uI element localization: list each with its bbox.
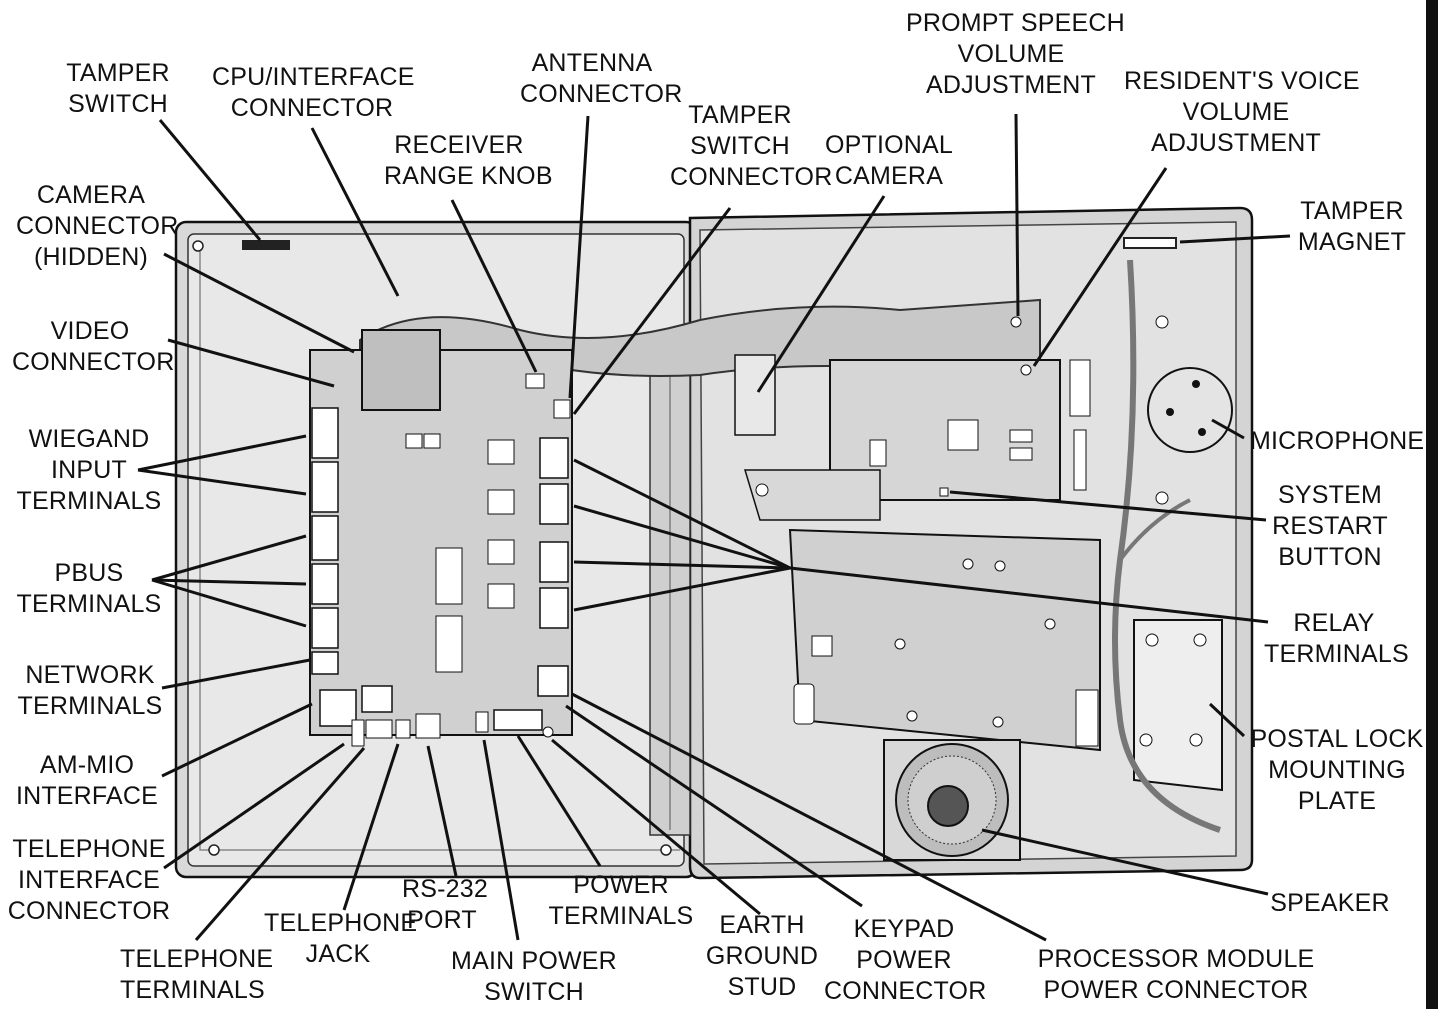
tamper-magnet-part xyxy=(1123,237,1177,249)
label-telephone-jack: TELEPHONE JACK xyxy=(264,909,418,968)
label-residents-voice-volume: RESIDENT'S VOICE VOLUME ADJUSTMENT xyxy=(1124,67,1360,157)
label-tamper-switch: TAMPER SWITCH xyxy=(66,59,170,118)
label-system-restart-button: SYSTEM RESTART BUTTON xyxy=(1272,481,1388,571)
microphone-part xyxy=(1147,367,1233,453)
label-wiegand-input-terminals: WIEGAND INPUT TERMINALS xyxy=(16,425,162,515)
label-rs232-port: RS-232 PORT xyxy=(402,875,488,934)
label-antenna-connector: ANTENNA CONNECTOR xyxy=(520,49,683,108)
label-camera-connector: CAMERA CONNECTOR (HIDDEN) xyxy=(16,181,179,271)
leader-lines xyxy=(137,113,1291,942)
label-speaker: SPEAKER xyxy=(1270,889,1390,917)
label-main-power-switch: MAIN POWER SWITCH xyxy=(451,947,617,1006)
label-processor-module-power-connector: PROCESSOR MODULE POWER CONNECTOR xyxy=(1037,945,1315,1004)
label-tamper-switch-connector: TAMPER SWITCH CONNECTOR xyxy=(670,101,833,191)
label-pbus-terminals: PBUS TERMINALS xyxy=(16,559,162,618)
label-optional-camera: OPTIONAL CAMERA xyxy=(824,131,954,190)
label-keypad-power-connector: KEYPAD POWER CONNECTOR xyxy=(824,915,987,1005)
speaker-part xyxy=(883,739,1021,861)
label-relay-terminals: RELAY TERMINALS xyxy=(1264,609,1409,668)
label-microphone: MICROPHONE xyxy=(1250,427,1425,455)
label-video-connector: VIDEO CONNECTOR xyxy=(12,317,175,376)
optional-camera-part xyxy=(734,354,881,521)
panel-screws xyxy=(755,315,1169,728)
label-telephone-interface-connector: TELEPHONE INTERFACE CONNECTOR xyxy=(7,835,171,925)
tamper-switch-part xyxy=(242,240,290,250)
processor-module xyxy=(788,316,1101,752)
main-circuit-board xyxy=(309,329,573,747)
label-am-mio-interface: AM-MIO INTERFACE xyxy=(15,751,159,810)
label-power-terminals: POWER TERMINALS xyxy=(548,871,694,930)
label-earth-ground-stud: EARTH GROUND STUD xyxy=(705,911,819,1001)
label-tamper-magnet: TAMPER MAGNET xyxy=(1297,197,1407,256)
label-network-terminals: NETWORK TERMINALS xyxy=(17,661,163,720)
cable-bundle xyxy=(1112,259,1221,833)
label-telephone-terminals: TELEPHONE TERMINALS xyxy=(120,945,274,1004)
label-cpu-interface-connector: CPU/INTERFACE CONNECTOR xyxy=(212,63,415,122)
postal-lock-plate-part xyxy=(1133,619,1223,792)
label-receiver-range-knob: RECEIVER RANGE KNOB xyxy=(384,131,553,190)
right-border-bar xyxy=(1426,0,1438,1009)
label-postal-lock-mounting-plate: POSTAL LOCK MOUNTING PLATE xyxy=(1250,725,1424,815)
label-prompt-speech-volume: PROMPT SPEECH VOLUME ADJUSTMENT xyxy=(906,9,1125,99)
